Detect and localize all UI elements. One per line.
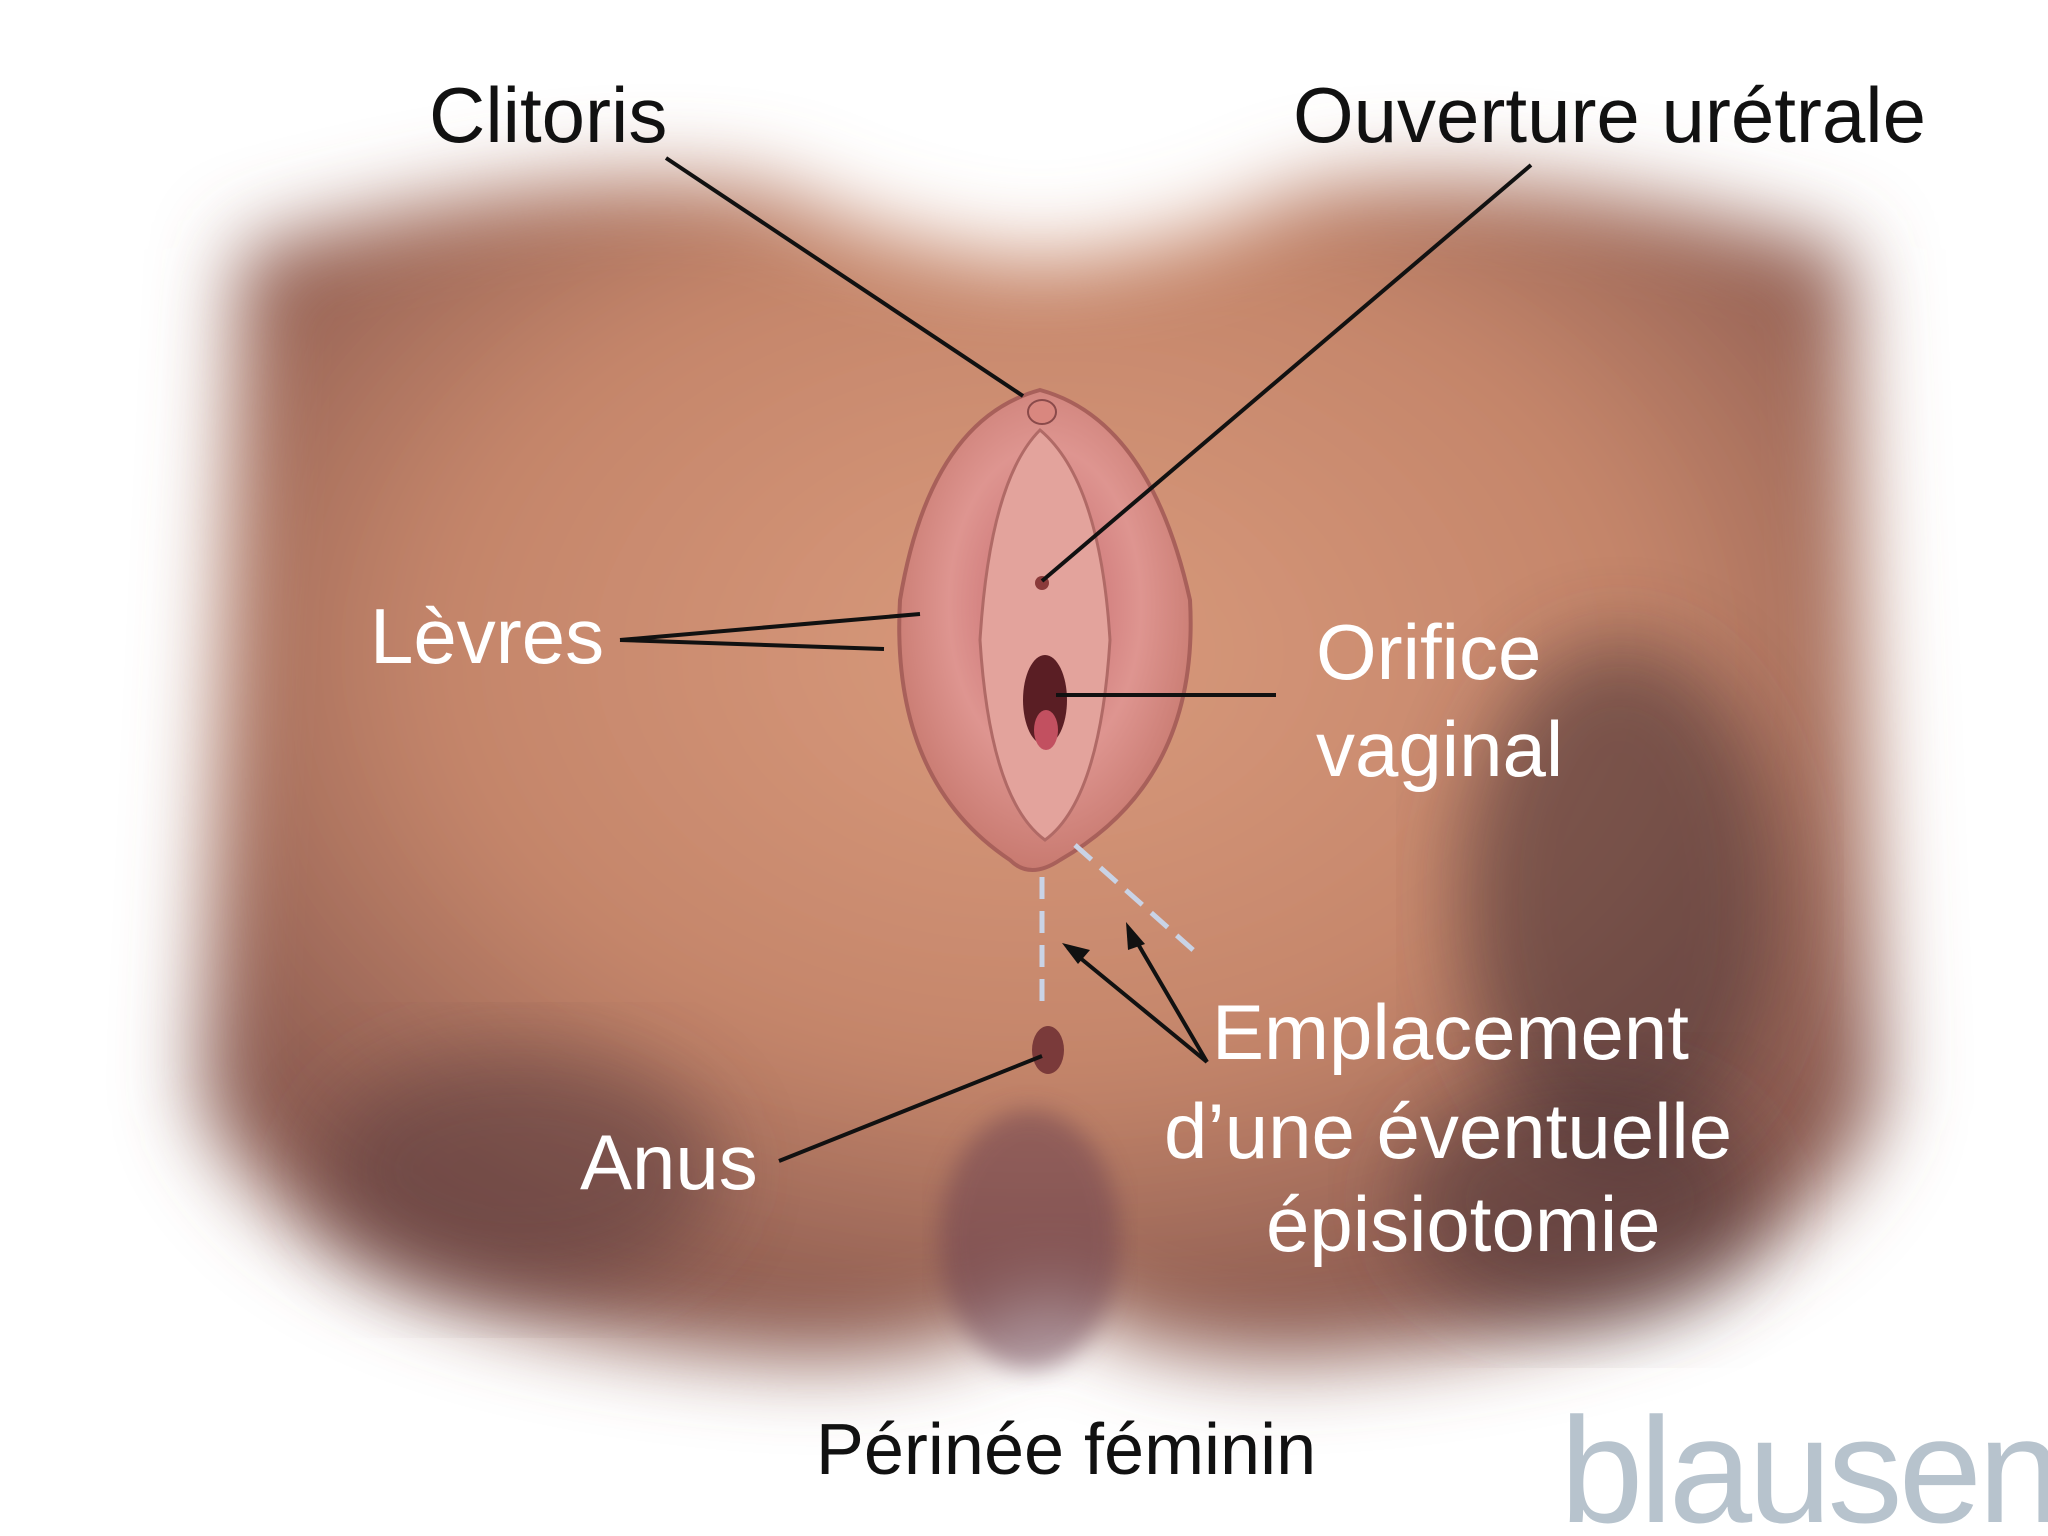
label-vaginal-opening-1: Orifice: [1316, 608, 1542, 696]
episiotomy-arrow-2: [1129, 930, 1209, 1064]
label-vaginal-opening-2: vaginal: [1316, 705, 1564, 793]
label-labia: Lèvres: [370, 592, 605, 680]
anus-leader: [778, 1054, 1043, 1163]
labia-leader-2: [619, 638, 885, 651]
label-clitoris: Clitoris: [429, 71, 668, 159]
arrowhead-2: [1126, 922, 1145, 950]
clitoris-shape: [1027, 399, 1057, 425]
label-episiotomy-3: épisiotomie: [1266, 1180, 1661, 1268]
episiotomy-dashed-lines: [1039, 843, 1203, 1003]
label-anus: Anus: [580, 1118, 758, 1206]
mediolateral-incision-line: [1073, 843, 1203, 959]
label-urethral-opening: Ouverture urétrale: [1293, 71, 1926, 159]
blausen-logo: blausen: [1560, 1386, 2048, 1536]
label-episiotomy-2: d’une éventuelle: [1164, 1087, 1733, 1175]
anus-shape: [1032, 1026, 1064, 1074]
leader-lines: [619, 156, 1533, 1163]
urethral-leader: [1040, 163, 1533, 583]
episiotomy-arrow-1: [1066, 946, 1209, 1064]
arrowhead-1: [1062, 943, 1090, 964]
labia-leader-1: [619, 612, 921, 642]
caption: Périnée féminin: [815, 1410, 1317, 1490]
vulva: [897, 387, 1193, 1074]
clitoris-leader: [664, 156, 1025, 398]
label-episiotomy-1: Emplacement: [1212, 988, 1689, 1076]
